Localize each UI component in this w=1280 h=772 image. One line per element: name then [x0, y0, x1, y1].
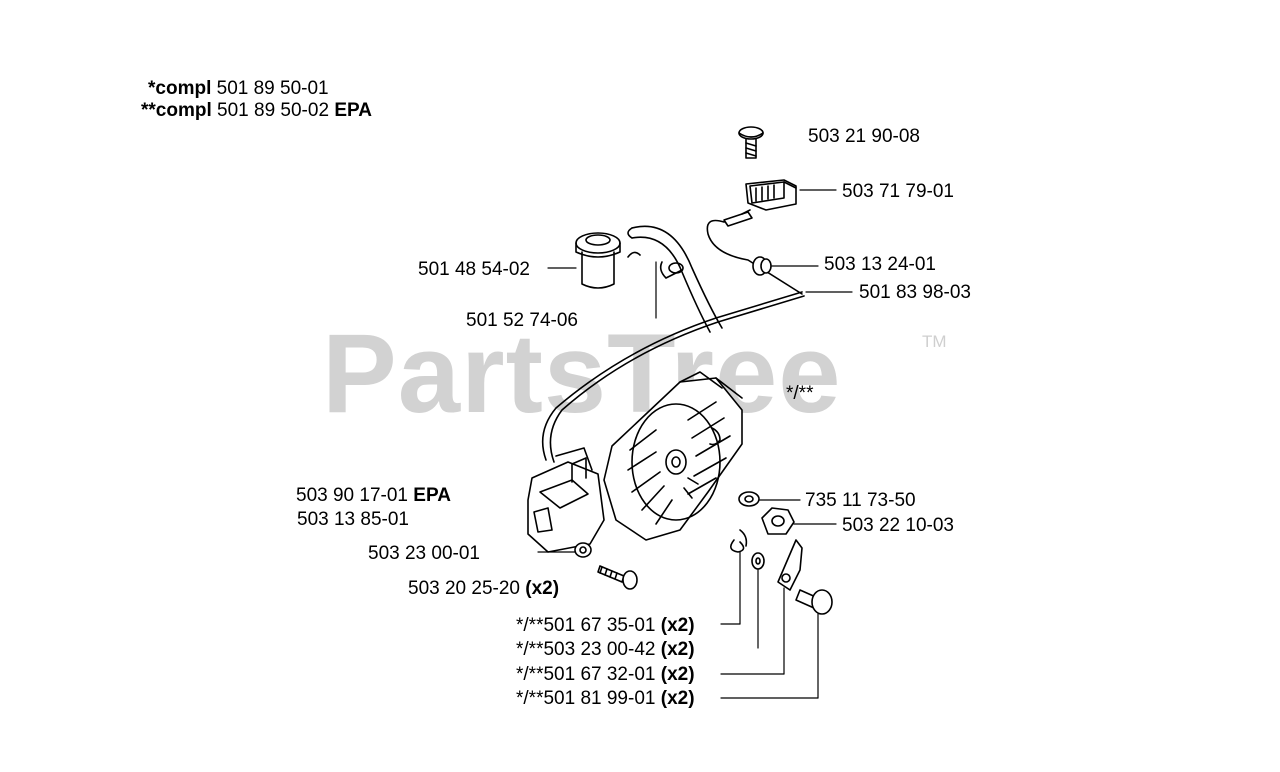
washer-right-part	[738, 491, 760, 507]
b1-code: 501 67 35-01	[543, 615, 656, 636]
terminal-part	[723, 209, 753, 227]
compl-suffix-2: EPA	[334, 100, 372, 121]
part-label-hose: 501 52 74-06	[466, 310, 578, 331]
part-label-wire: 501 83 98-03	[859, 282, 971, 303]
part-label-b3: */**501 67 32-01 (x2)	[516, 664, 695, 686]
part-label-b4: */**501 81 99-01 (x2)	[516, 688, 695, 710]
pivot-bolt-part	[795, 589, 833, 615]
part-label-washer-right: 735 11 73-50	[805, 490, 916, 511]
part-label-grommet: 503 13 24-01	[824, 254, 936, 275]
nut-part	[761, 507, 795, 535]
b2-qty: (x2)	[660, 639, 695, 660]
watermark: PartsTree TM	[322, 318, 962, 448]
leader-lines	[537, 189, 853, 699]
part-label-washer-left: 503 23 00-01	[368, 543, 480, 564]
b3-code: 501 67 32-01	[543, 664, 656, 685]
screw-left-code: 503 20 25-20	[408, 578, 520, 599]
part-label-clip: 503 71 79-01	[842, 181, 954, 202]
grommet-part	[752, 256, 772, 276]
part-label-filter: 501 48 54-02	[418, 259, 530, 280]
screw-left-part	[597, 565, 638, 590]
compl-code-1: 501 89 50-01	[216, 78, 329, 99]
b1-qty: (x2)	[660, 615, 695, 636]
b4-prefix: */**	[516, 688, 544, 709]
b2-code: 503 23 00-42	[543, 639, 656, 660]
part-label-screw-left: 503 20 25-20 (x2)	[408, 578, 559, 600]
flywheel-part	[603, 371, 743, 541]
washer-small-part	[751, 552, 765, 570]
wire-part	[541, 219, 805, 463]
compl-label-2: **compl 501 89 50-02 EPA	[141, 100, 372, 122]
watermark-text: PartsTree	[322, 311, 842, 436]
coil-epa-code: 503 90 17-01	[296, 485, 408, 506]
washer-left-part	[574, 542, 592, 558]
part-label-coil: 503 13 85-01	[297, 509, 409, 530]
trademark-mark: TM	[922, 332, 947, 351]
coil-epa-suffix: EPA	[413, 485, 451, 506]
b4-qty: (x2)	[660, 688, 695, 709]
part-label-nut: 503 22 10-03	[842, 515, 954, 536]
pawl-part	[777, 539, 803, 591]
b3-qty: (x2)	[660, 664, 695, 685]
assembly-marker: */**	[786, 383, 814, 404]
part-label-b1: */**501 67 35-01 (x2)	[516, 615, 695, 637]
compl-code-2: 501 89 50-02	[217, 100, 330, 121]
compl-prefix-2: **compl	[141, 100, 212, 121]
part-label-coil-epa: 503 90 17-01 EPA	[296, 485, 451, 507]
b3-prefix: */**	[516, 664, 544, 685]
ignition-coil-part	[527, 447, 605, 553]
b4-code: 501 81 99-01	[543, 688, 656, 709]
part-label-screw-top: 503 21 90-08	[808, 126, 920, 147]
filter-part	[575, 232, 621, 289]
compl-label-1: *compl 501 89 50-01	[148, 78, 329, 100]
screw-left-qty: (x2)	[525, 578, 560, 599]
hose-part	[627, 225, 723, 333]
compl-prefix-1: *compl	[148, 78, 212, 99]
clip-part	[745, 179, 797, 211]
b1-prefix: */**	[516, 615, 544, 636]
screw-top-part	[738, 126, 764, 159]
part-label-b2: */**503 23 00-42 (x2)	[516, 639, 695, 661]
b2-prefix: */**	[516, 639, 544, 660]
spring-part	[730, 529, 748, 553]
